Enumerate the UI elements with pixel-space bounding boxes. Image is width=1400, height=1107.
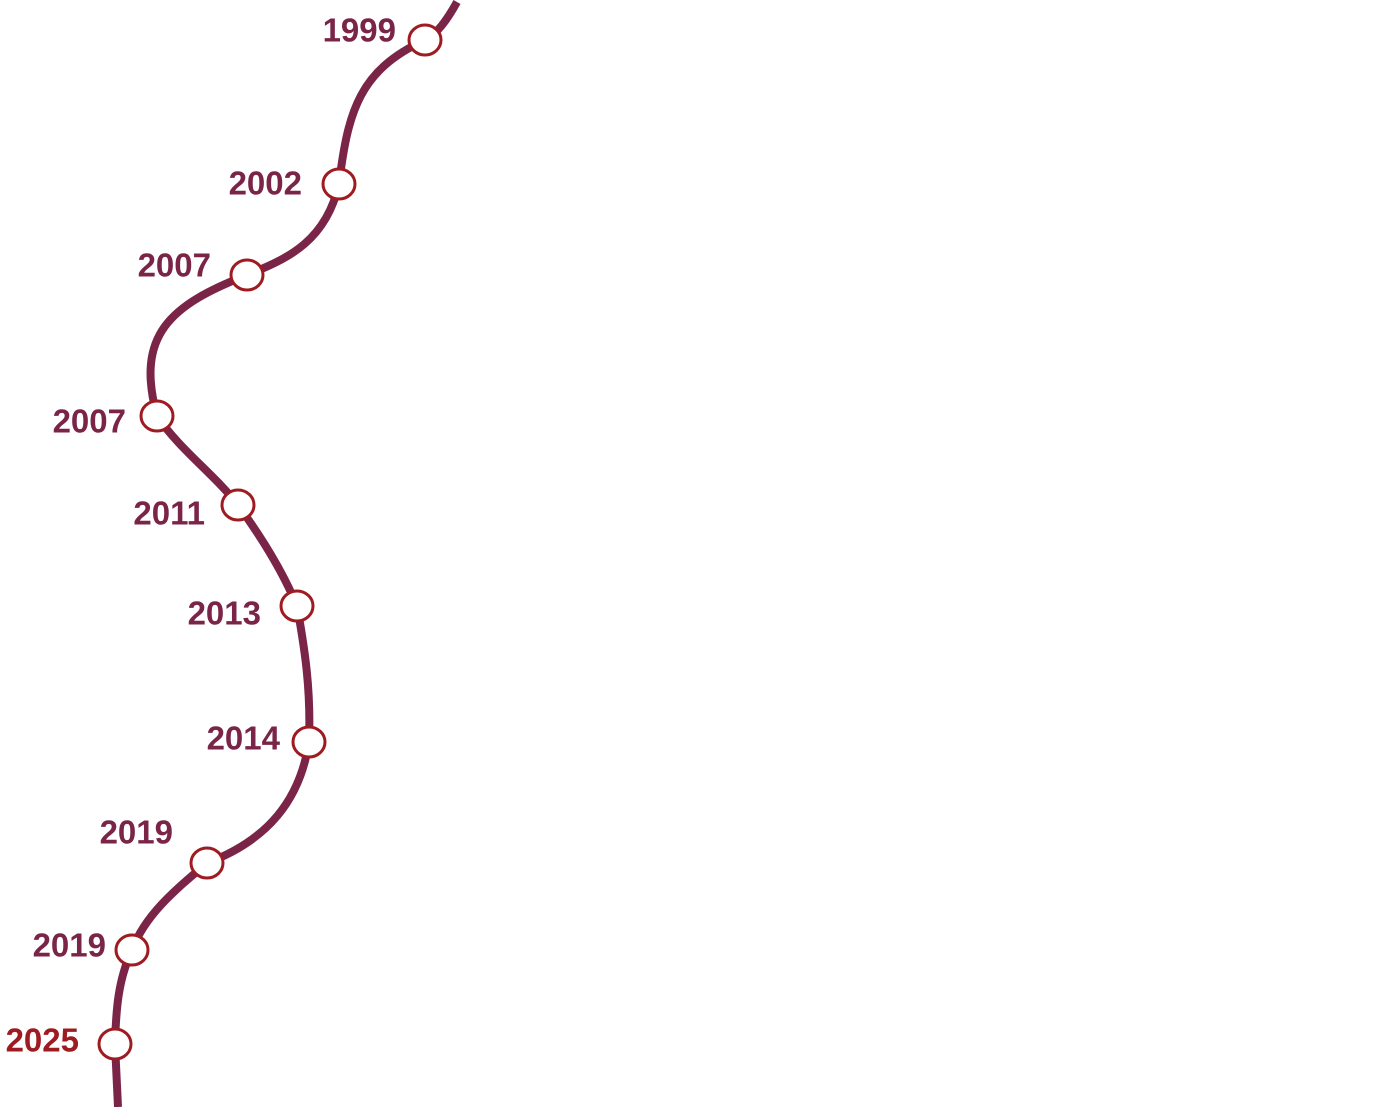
milestone-label-2002: 2002 xyxy=(229,165,302,202)
milestone-node-2014 xyxy=(291,725,327,759)
milestone-label-2013: 2013 xyxy=(188,595,261,632)
milestone-node-2007 xyxy=(139,399,175,433)
milestone-label-2019: 2019 xyxy=(33,927,106,964)
milestone-label-1999: 1999 xyxy=(323,12,396,49)
milestone-label-2025: 2025 xyxy=(6,1022,79,1059)
milestone-label-2014: 2014 xyxy=(207,720,281,757)
milestone-node-1999 xyxy=(407,23,443,57)
milestone-label-2007: 2007 xyxy=(138,247,211,284)
milestone-label-2007: 2007 xyxy=(53,403,126,440)
milestone-node-2002 xyxy=(321,167,357,201)
milestone-label-2019: 2019 xyxy=(100,814,173,851)
milestone-node-2019 xyxy=(189,846,225,880)
milestone-node-2013 xyxy=(279,589,315,623)
milestone-node-2011 xyxy=(220,488,256,522)
milestone-node-2019 xyxy=(114,933,150,967)
milestone-node-2025 xyxy=(97,1027,133,1061)
milestone-node-2007 xyxy=(229,258,265,292)
milestone-label-2011: 2011 xyxy=(133,495,205,532)
